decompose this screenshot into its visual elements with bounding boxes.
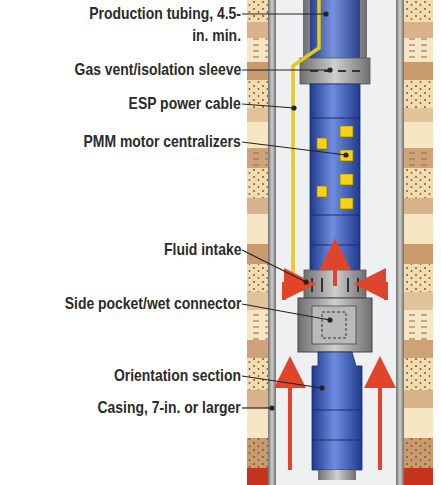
casing — [268, 0, 404, 485]
fluid-intake — [284, 254, 386, 300]
part-label: Production tubing, 4.5-in. min. — [85, 3, 241, 47]
part-label: Casing, 7-in. or larger — [98, 397, 241, 419]
part-label: Side pocket/wet connector — [64, 293, 241, 315]
side-pocket-connector — [298, 298, 372, 352]
rock-strata — [247, 0, 433, 485]
part-label: PMM motor centralizers — [84, 131, 241, 153]
pmm-motor — [310, 84, 360, 270]
orientation-section — [290, 352, 380, 480]
gas-vent-sleeve — [300, 58, 370, 84]
leader-lines — [242, 12, 348, 410]
part-label: Gas vent/isolation sleeve — [74, 59, 241, 81]
part-label: ESP power cable — [129, 93, 241, 115]
esp-power-cable — [293, 0, 319, 296]
part-label: Fluid intake — [164, 239, 241, 261]
motor-centralizers — [317, 126, 353, 209]
part-label: Orientation section — [114, 365, 241, 387]
